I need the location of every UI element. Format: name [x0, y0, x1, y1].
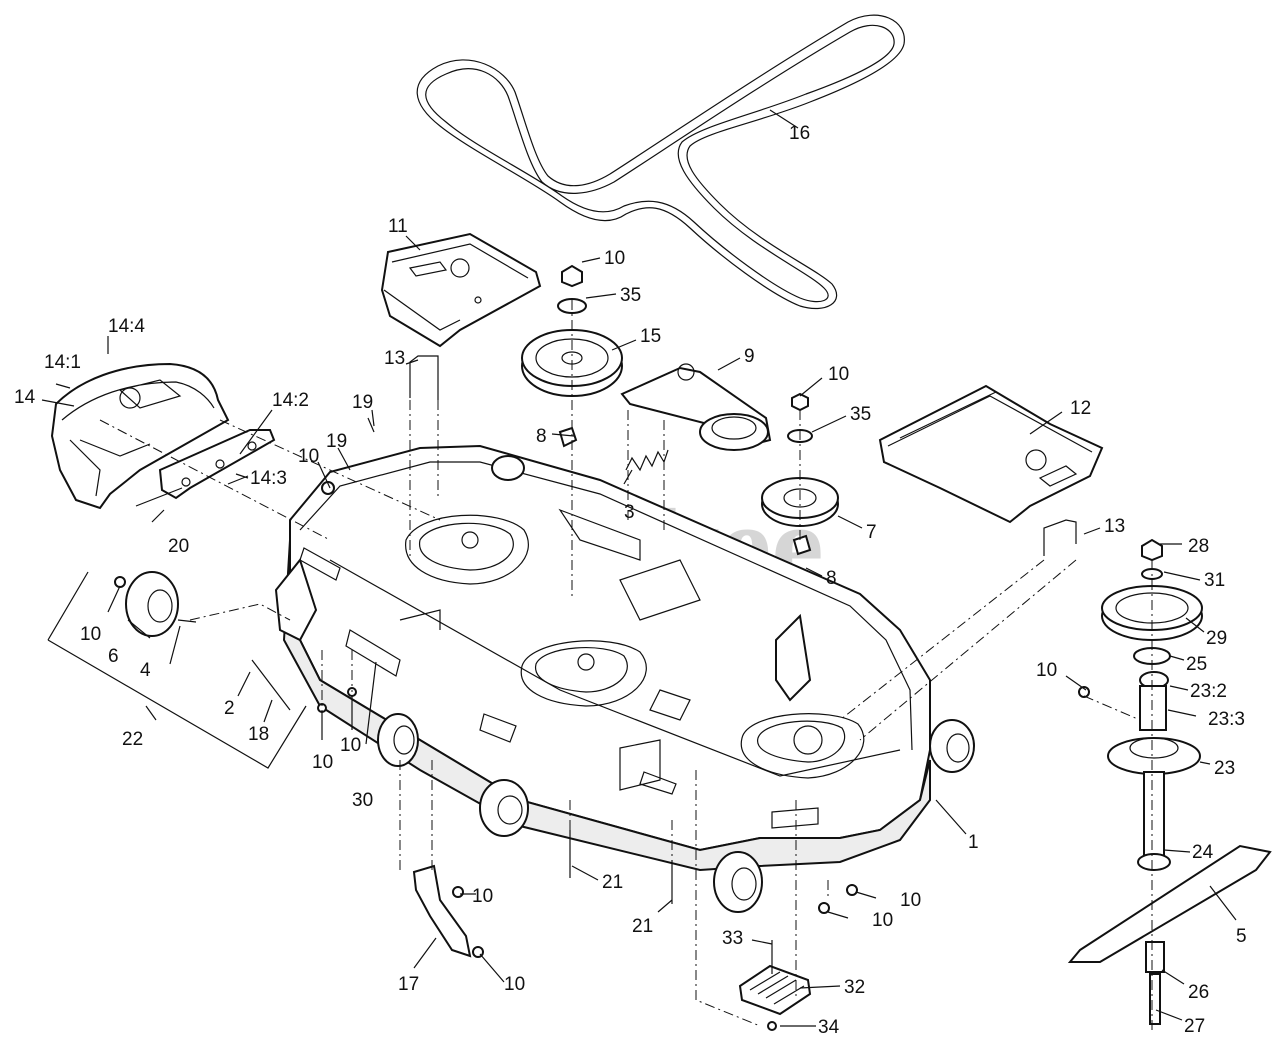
callout-33: 33 — [722, 928, 743, 949]
discharge-chute — [50, 362, 230, 510]
callout-23: 23 — [1214, 758, 1235, 779]
mower-deck-shell — [274, 444, 931, 872]
callout-16: 16 — [789, 123, 810, 144]
callout-10: 10 — [472, 886, 493, 907]
callout-14-3: 14:3 — [250, 468, 287, 489]
deflector-bracket — [412, 864, 472, 958]
right-belt-cover — [878, 384, 1104, 524]
callout-10: 10 — [298, 446, 319, 467]
wheel-kit-group-lines — [47, 571, 307, 769]
callout-labels: 16 11 10 35 15 9 10 35 12 14:4 14:1 14 1… — [14, 123, 1247, 1038]
callout-27: 27 — [1184, 1016, 1205, 1037]
callout-22: 22 — [122, 729, 143, 750]
assembly-centerlines — [99, 300, 1153, 1030]
anti-scalp-wheel — [125, 571, 179, 637]
wash-port-block — [738, 964, 812, 1016]
left-belt-cover — [380, 232, 542, 348]
callout-32: 32 — [844, 977, 865, 998]
callout-13: 13 — [1104, 516, 1125, 537]
callout-10: 10 — [80, 624, 101, 645]
idler-arm-assembly — [620, 363, 772, 451]
callout-21: 21 — [602, 872, 623, 893]
callout-11: 11 — [388, 216, 408, 237]
callout-4: 4 — [140, 660, 151, 681]
callout-26: 26 — [1188, 982, 1209, 1003]
callout-24: 24 — [1192, 842, 1214, 863]
callout-9: 9 — [744, 346, 755, 367]
callout-14-1: 14:1 — [44, 352, 81, 373]
callout-12: 12 — [1070, 398, 1091, 419]
callout-5: 5 — [1236, 926, 1247, 947]
callout-6: 6 — [108, 646, 119, 667]
callout-29: 29 — [1206, 628, 1227, 649]
callout-15: 15 — [640, 326, 661, 347]
callout-23-2: 23:2 — [1190, 681, 1227, 702]
callout-10: 10 — [604, 248, 625, 269]
callout-18: 18 — [248, 724, 269, 745]
callout-17: 17 — [398, 974, 419, 995]
callout-7: 7 — [866, 522, 877, 543]
callout-leaders — [41, 109, 1237, 1027]
callout-10: 10 — [340, 735, 361, 756]
bolts-and-pins — [114, 417, 1090, 1031]
callout-20: 20 — [168, 536, 189, 557]
callout-35: 35 — [620, 285, 641, 306]
callout-31: 31 — [1204, 570, 1225, 591]
idler-spring — [625, 449, 669, 472]
callout-10: 10 — [504, 974, 525, 995]
callout-8: 8 — [826, 568, 837, 589]
callout-2: 2 — [224, 698, 235, 719]
callout-21: 21 — [632, 916, 653, 937]
callout-1: 1 — [968, 832, 979, 853]
callout-10: 10 — [872, 910, 893, 931]
callout-28: 28 — [1188, 536, 1209, 557]
spindle-stack — [1067, 538, 1272, 1025]
callout-30: 30 — [352, 790, 373, 811]
callout-35: 35 — [850, 404, 871, 425]
callout-14: 14 — [14, 387, 36, 408]
drive-belt — [416, 14, 905, 310]
deck-hanger-rods — [409, 355, 1077, 556]
deck-wheels — [377, 455, 975, 913]
callout-19: 19 — [352, 392, 373, 413]
callout-34: 34 — [818, 1017, 840, 1038]
callout-3: 3 — [624, 502, 635, 523]
callout-14-2: 14:2 — [272, 390, 309, 411]
callout-14-4: 14:4 — [108, 316, 145, 337]
callout-10: 10 — [828, 364, 849, 385]
callout-10: 10 — [900, 890, 921, 911]
callout-23-3: 23:3 — [1208, 709, 1245, 730]
callout-10: 10 — [1036, 660, 1057, 681]
callout-8: 8 — [536, 426, 547, 447]
callout-10: 10 — [312, 752, 333, 773]
callout-19: 19 — [326, 431, 347, 452]
callout-25: 25 — [1186, 654, 1207, 675]
callout-13: 13 — [384, 348, 405, 369]
